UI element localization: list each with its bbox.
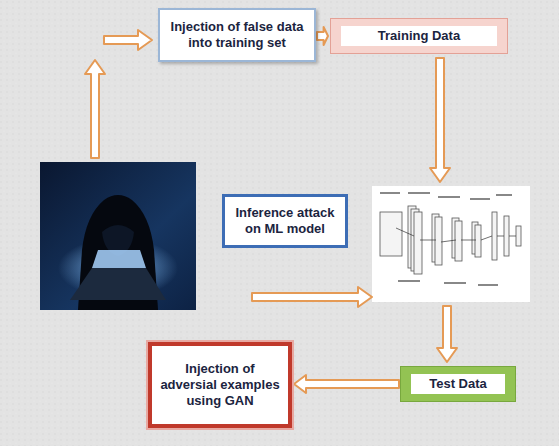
right-arrow <box>252 287 372 307</box>
flow-arrows <box>85 30 457 362</box>
box-label: Test Data <box>411 374 505 394</box>
down-arrow <box>430 58 450 182</box>
ml-model-illustration <box>372 186 530 302</box>
up-arrow <box>85 60 105 158</box>
right-arrow <box>104 30 152 50</box>
data-box: Training Data <box>330 18 508 54</box>
box-label: Injection of adversial examples using GA… <box>160 361 280 410</box>
data-box: Test Data <box>400 366 516 402</box>
hollow-arrow <box>317 27 328 45</box>
box-label: Training Data <box>341 26 497 46</box>
box-label: Injection of false data into training se… <box>168 19 306 52</box>
down-arrow <box>437 306 457 362</box>
process-box: Inference attack on ML model <box>222 194 348 248</box>
hollow-arrow <box>294 375 399 393</box>
process-box: Injection of false data into training se… <box>158 8 316 62</box>
hacker-illustration <box>40 162 196 310</box>
process-box: Injection of adversial examples using GA… <box>148 342 292 428</box>
box-label: Inference attack on ML model <box>231 205 339 238</box>
